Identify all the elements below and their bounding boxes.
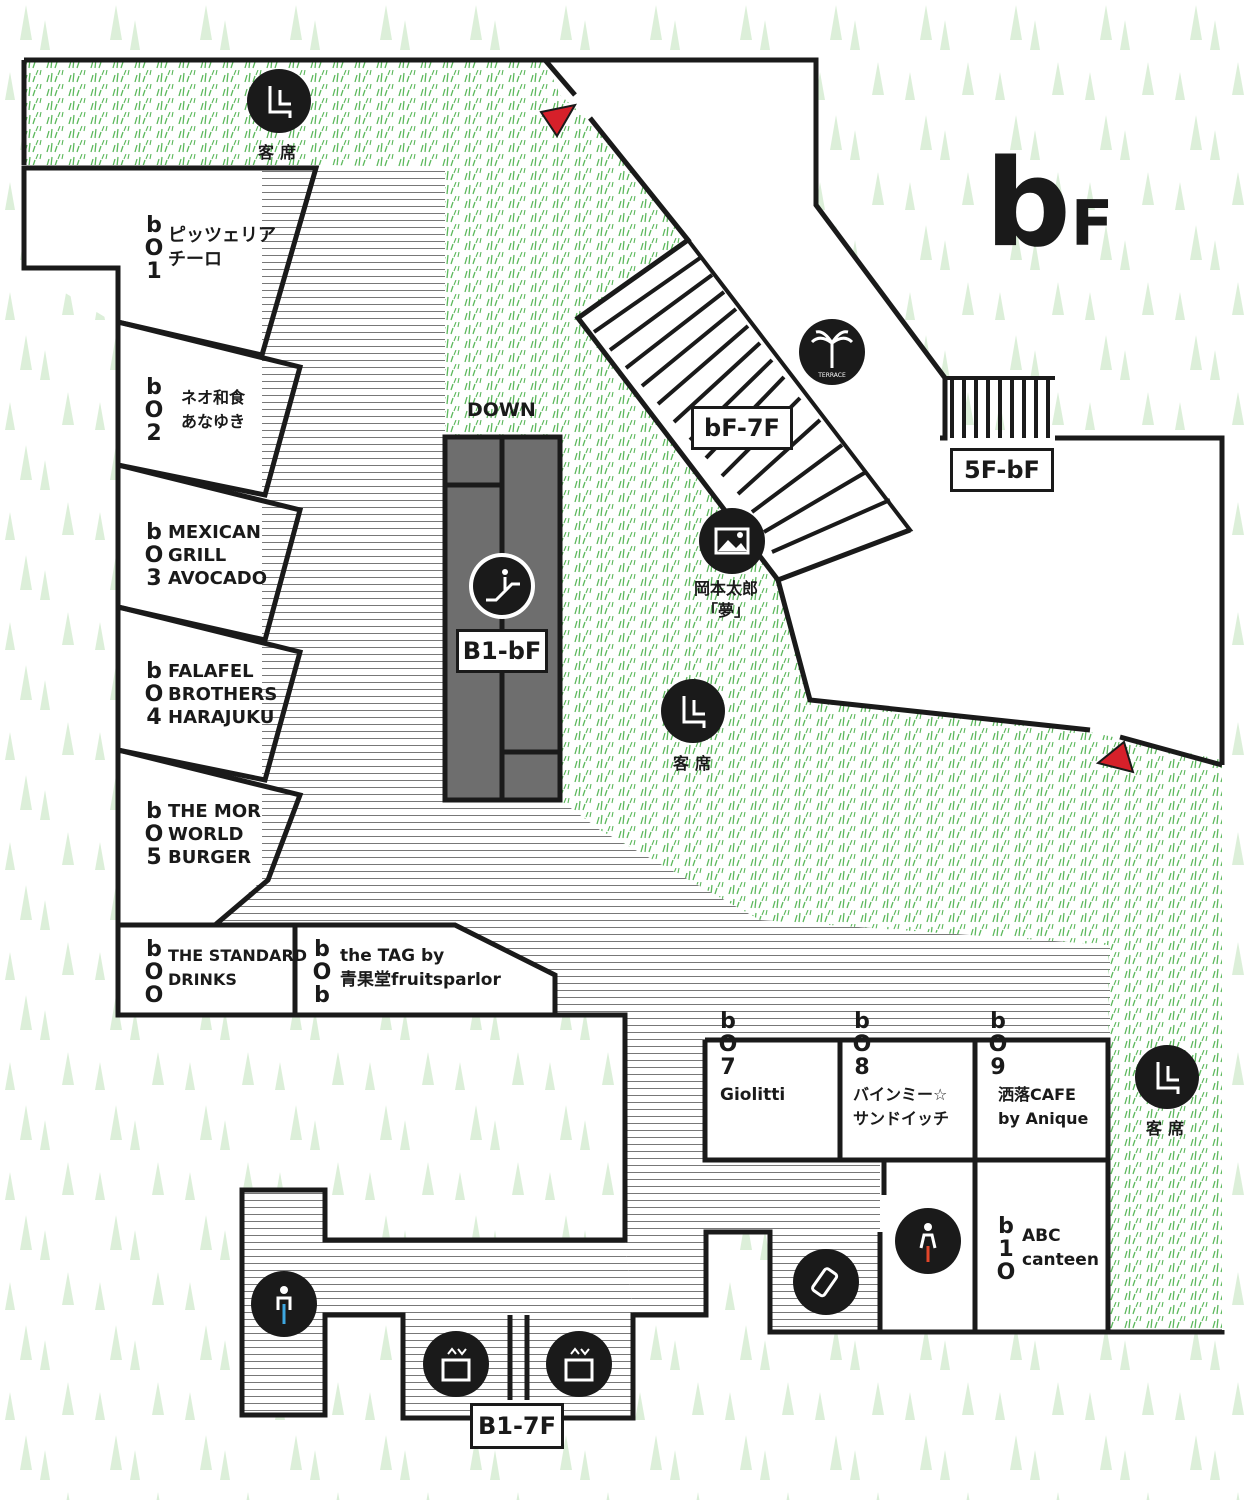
shop-index: b O 7 [718, 1009, 738, 1080]
entrance-marker-icon [1095, 740, 1135, 774]
escalator-tag: B1-bF [456, 629, 548, 673]
terrace-palm-icon: TERRACE [799, 319, 865, 385]
shop-index: b O 8 [852, 1009, 872, 1080]
stairs-tag: bF-7F [691, 406, 793, 450]
shop-name[interactable]: ピッツェリア チーロ [168, 225, 276, 270]
seat-icon [247, 69, 311, 133]
seating-label: 客席 [1146, 1119, 1191, 1138]
shop-index: b O 3 [144, 520, 164, 591]
shop-name[interactable]: THE MOR WORLD BURGER [168, 801, 261, 868]
shop-index: b O 9 [988, 1009, 1008, 1080]
artwork-icon [699, 508, 765, 574]
escalator-icon [469, 553, 535, 619]
shop-name[interactable]: MEXICAN GRILL AVOCADO [168, 522, 268, 589]
seating-label: 客席 [673, 754, 718, 773]
shop-name[interactable]: Giolitti [720, 1085, 786, 1105]
elevator-tag: B1-7F [470, 1403, 564, 1449]
elevator-icon [423, 1331, 489, 1397]
womens-toilet-icon [895, 1208, 961, 1274]
stairs-tag: 5F-bF [950, 448, 1054, 492]
shop-index: b O b [312, 937, 332, 1008]
shop-name[interactable]: 洒落CAFE by Anique [998, 1085, 1089, 1128]
seating-label: 客席 [258, 143, 303, 162]
artwork-label: 岡本太郎 「夢」 [694, 579, 759, 620]
shop-index: b O O [144, 937, 164, 1008]
shop-name[interactable]: ネオ和食 あなゆき [181, 388, 246, 431]
shop-name[interactable]: THE STANDARD DRINKS [168, 946, 308, 989]
shop-name[interactable]: ABC canteen [1022, 1226, 1099, 1270]
seat-icon [661, 679, 725, 743]
seat-icon [1135, 1045, 1199, 1109]
shop-index: b O 1 [144, 213, 164, 284]
shop-name[interactable]: FALAFEL BROTHERS HARAJUKU [168, 661, 278, 728]
shop-index: b O 2 [144, 375, 164, 446]
floor-label: bF bF [985, 135, 1114, 274]
mens-toilet-icon [251, 1271, 317, 1337]
shop-index: b O 4 [144, 659, 164, 730]
elevator-icon [546, 1331, 612, 1397]
shop-index: b 1 O [996, 1214, 1016, 1285]
svg-text:TERRACE: TERRACE [817, 372, 846, 379]
baby-bottle-icon [793, 1249, 859, 1315]
shop-name[interactable]: バインミー☆ サンドイッチ [853, 1085, 950, 1128]
entrance-marker-icon [539, 103, 577, 138]
shop-name[interactable]: the TAG by 青果堂fruitsparlor [340, 946, 501, 990]
down-label: DOWN [467, 399, 536, 421]
shop-index: b O 5 [144, 799, 164, 870]
